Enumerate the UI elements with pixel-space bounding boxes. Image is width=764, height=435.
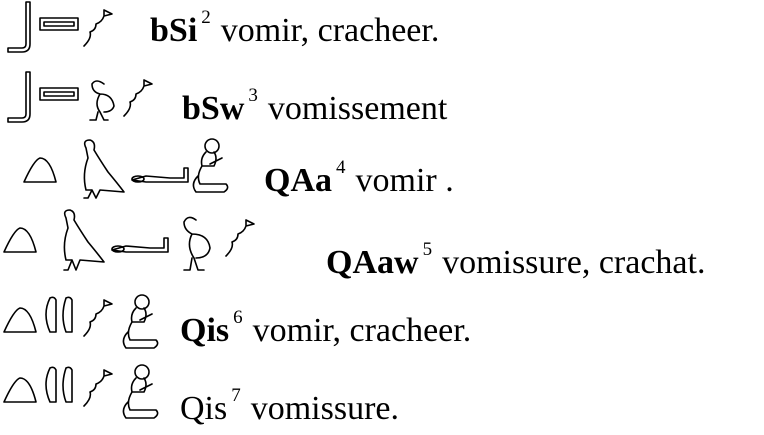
quail-chick-glyph (183, 216, 211, 271)
footnote-number: 3 (248, 85, 258, 106)
hill-slope-glyph (3, 307, 37, 333)
transliteration: QAa (264, 162, 332, 199)
transliteration: bSw (182, 90, 245, 127)
vomiting-man-glyph (122, 364, 159, 419)
gloss-text: vomir, cracheer. (220, 12, 440, 49)
reed-leaf-glyph (62, 366, 73, 403)
reed-leaf-glyph (45, 296, 57, 333)
gloss-text: vomissement (267, 90, 448, 127)
hill-slope-glyph (3, 377, 37, 403)
spitting-lips-glyph (83, 369, 113, 407)
reed-leaf-glyph (62, 296, 73, 333)
transliteration: Qis (180, 390, 228, 427)
transliteration: QAaw (326, 244, 419, 281)
leg-glyph (7, 71, 31, 123)
quail-chick-glyph (89, 80, 115, 121)
spitting-lips-glyph (83, 299, 113, 337)
gloss-text: vomissure. (250, 390, 400, 427)
gloss-text: vomir, cracheer. (252, 312, 472, 349)
spitting-lips-glyph (225, 219, 255, 257)
vulture-glyph (63, 209, 105, 271)
footnote-number: 6 (233, 307, 243, 328)
transliteration: Qis (180, 312, 230, 349)
footnote-number: 5 (422, 239, 433, 260)
arm-glyph (111, 237, 169, 253)
hieroglyph-group-5 (3, 294, 159, 349)
hill-slope-glyph (3, 227, 37, 253)
leg-glyph (7, 1, 31, 53)
bolt-glyph (39, 87, 79, 101)
spitting-lips-glyph (83, 9, 113, 47)
footnote-number: 7 (231, 385, 241, 406)
vomiting-man-glyph (122, 294, 159, 349)
hieroglyph-group-2 (7, 71, 153, 123)
footnote-number: 4 (336, 157, 346, 178)
footnote-number: 2 (201, 7, 211, 28)
reed-leaf-glyph (45, 366, 57, 403)
gloss-text: vomir . (355, 162, 454, 199)
bolt-glyph (39, 17, 79, 31)
arm-glyph (131, 167, 189, 183)
vulture-glyph (83, 139, 125, 199)
hieroglyph-group-1 (7, 1, 113, 53)
hill-slope-glyph (23, 157, 57, 183)
hieroglyph-group-6 (3, 364, 159, 419)
hieroglyph-group-3 (23, 138, 229, 199)
vomiting-man-glyph (192, 138, 229, 193)
spitting-lips-glyph (123, 79, 153, 117)
gloss-text: vomissure, crachat. (442, 244, 706, 281)
hieroglyph-group-4 (3, 209, 255, 271)
transliteration: bSi (150, 12, 198, 49)
